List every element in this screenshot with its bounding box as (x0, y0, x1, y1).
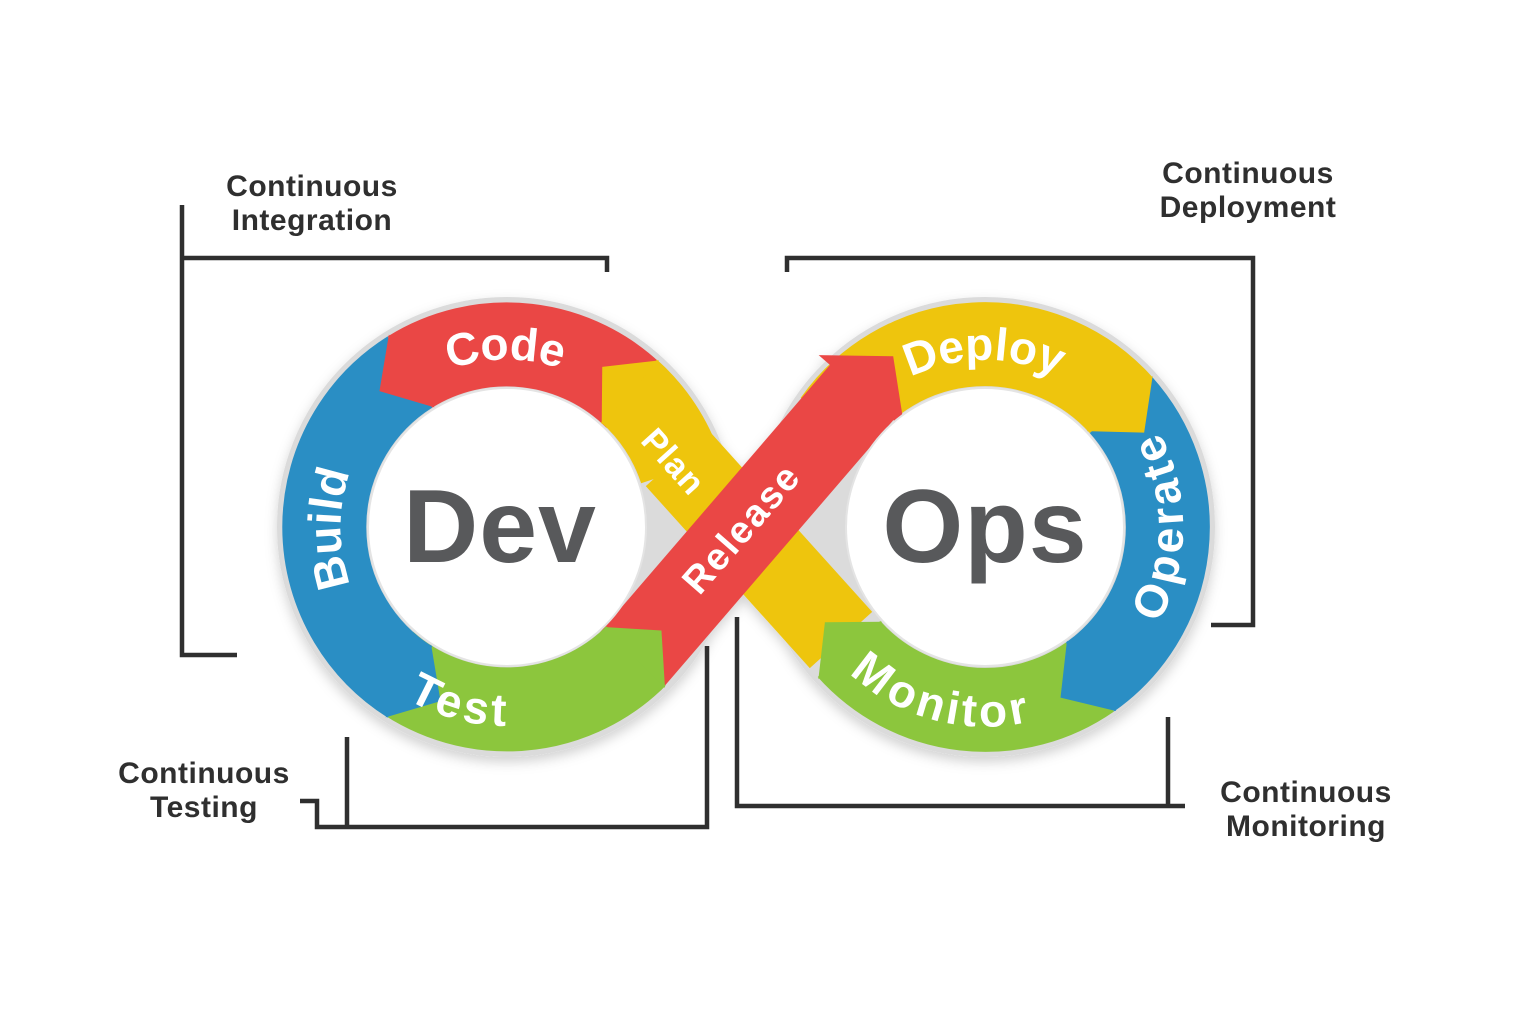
build-label: Build (298, 459, 358, 595)
continuous-monitoring-annotation: Continuous Monitoring (1220, 776, 1392, 843)
monitor-segment (817, 620, 1115, 752)
code-arrow-icon (379, 334, 435, 408)
continuous-testing-line1: Continuous (118, 757, 290, 790)
continuous-integration-line1: Continuous (226, 170, 398, 203)
build-label-text: Build (298, 459, 360, 595)
deploy-arrow-icon (1086, 375, 1153, 433)
continuous-integration-line2: Integration (232, 204, 393, 237)
continuous-testing-annotation: Continuous Testing (118, 757, 290, 824)
build-segment (282, 336, 434, 718)
right-inner-circle (845, 387, 1125, 667)
code-label: Code (440, 317, 572, 378)
release-band (597, 363, 895, 691)
left-inner-circle (367, 387, 647, 667)
plan-segment (600, 359, 721, 485)
continuous-integration-annotation: Continuous Integration (226, 170, 398, 237)
continuous-deployment-bracket (784, 255, 1256, 628)
continuous-testing-line2: Testing (150, 791, 258, 824)
continuous-testing-bracket (300, 646, 710, 830)
code-label-text: Code (440, 317, 574, 378)
continuous-monitoring-line2: Monitoring (1226, 810, 1386, 843)
continuous-monitoring-bracket (734, 617, 1185, 809)
continuous-deployment-line2: Deployment (1160, 191, 1337, 224)
ops-title: Ops (882, 469, 1087, 585)
continuous-deployment-line1: Continuous (1162, 157, 1334, 190)
continuous-monitoring-line1: Continuous (1220, 776, 1392, 809)
continuous-integration-bracket (179, 205, 610, 658)
operate-arrow-icon (1060, 640, 1117, 712)
infinity-loop (277, 297, 1215, 757)
dev-title: Dev (403, 469, 597, 585)
continuous-deployment-annotation: Continuous Deployment (1160, 157, 1337, 224)
operate-segment (1065, 376, 1210, 712)
build-arrow-icon (385, 644, 441, 718)
